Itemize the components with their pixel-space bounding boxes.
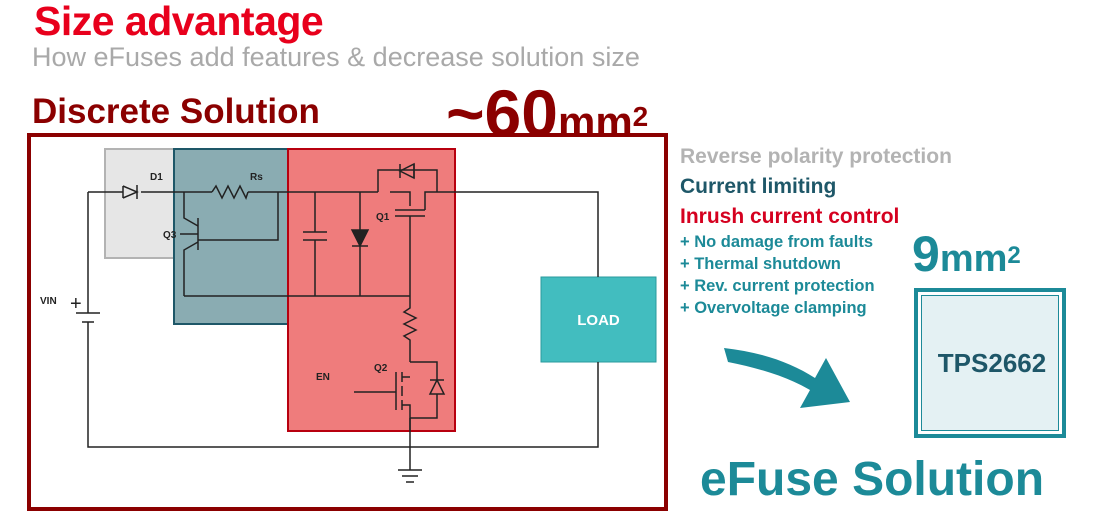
rs-label: Rs	[250, 172, 263, 183]
load-box	[540, 276, 657, 363]
q2-label: Q2	[374, 363, 388, 374]
d1-label: D1	[150, 172, 163, 183]
discrete-solution-border	[27, 133, 668, 511]
feature-reverse-polarity: Reverse polarity protection	[680, 145, 952, 168]
inrush-control-region	[287, 148, 456, 432]
discrete-area-unit: mm	[557, 98, 633, 145]
efuse-solution-title: eFuse Solution	[700, 453, 1045, 506]
discrete-area-exponent: 2	[632, 101, 649, 132]
efuse-chip-inner	[921, 295, 1059, 431]
feature-bullet: + Overvoltage clamping	[680, 299, 867, 317]
q1-label: Q1	[376, 212, 390, 223]
page-title: Size advantage	[34, 0, 324, 44]
efuse-chip-label: TPS2662	[937, 348, 1047, 378]
feature-inrush-control: Inrush current control	[680, 205, 900, 228]
feature-bullet: + No damage from faults	[680, 233, 873, 251]
efuse-area-label: 9mm2	[912, 226, 1021, 287]
q3-label: Q3	[163, 230, 177, 241]
page-subtitle: How eFuses add features & decrease solut…	[32, 42, 640, 72]
feature-bullet: + Thermal shutdown	[680, 255, 841, 273]
feature-current-limiting: Current limiting	[680, 175, 837, 198]
efuse-area-value: 9	[912, 226, 940, 282]
current-limit-region	[173, 148, 289, 325]
efuse-area-exponent: 2	[1007, 242, 1021, 269]
feature-bullet: + Rev. current protection	[680, 277, 875, 295]
vin-label: VIN	[40, 296, 57, 307]
load-label: LOAD	[577, 312, 620, 329]
discrete-solution-title: Discrete Solution	[32, 92, 320, 131]
efuse-area-unit: mm	[939, 238, 1008, 280]
vin-plus-label: +	[70, 293, 82, 315]
en-label: EN	[316, 372, 330, 383]
